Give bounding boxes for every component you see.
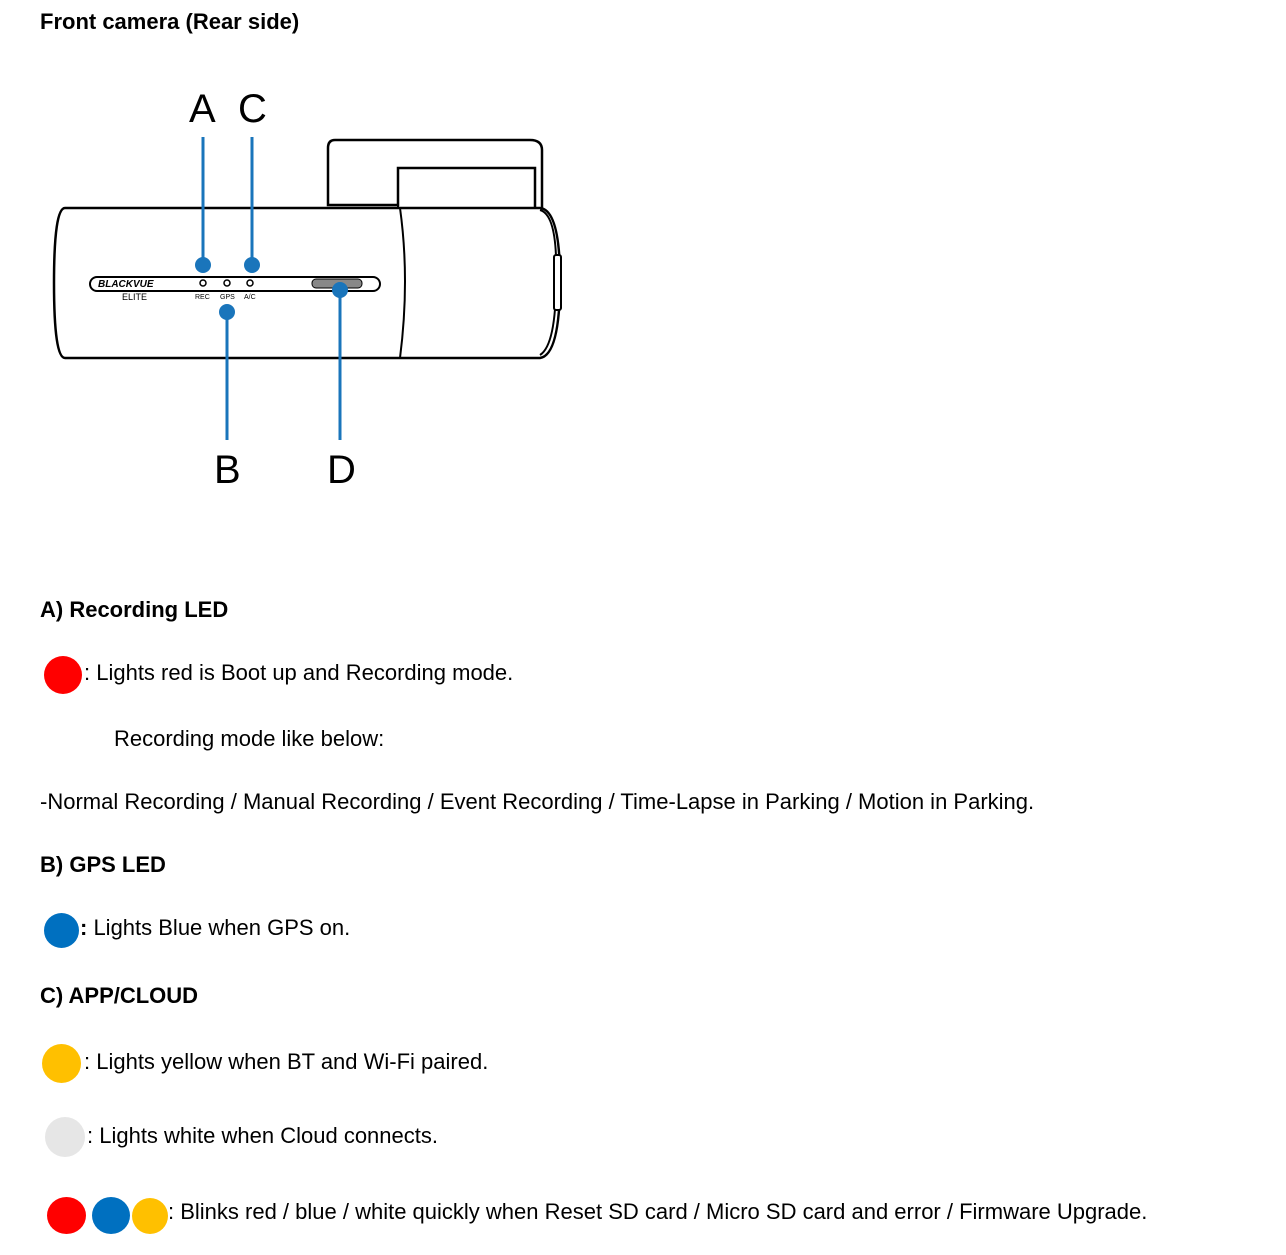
camera-diagram: BLACKVUE ELITE REC GPS A/C A C B D <box>52 87 562 492</box>
callout-c-label: C <box>238 87 267 131</box>
callout-a-label: A <box>189 87 216 131</box>
page-title: Front camera (Rear side) <box>40 9 300 34</box>
section-b-title: B) GPS LED <box>40 852 166 877</box>
white-led-desc: : Lights white when Cloud connects. <box>87 1123 438 1148</box>
red-led-icon <box>44 656 82 694</box>
brand-label: BLACKVUE <box>98 279 154 290</box>
front-panel <box>89 276 381 292</box>
gps-led-desc: : Lights Blue when GPS on. <box>80 915 350 941</box>
callout-c-dot <box>244 257 260 273</box>
gps-led-label: GPS <box>220 294 235 301</box>
rec-led-label: REC <box>195 294 210 301</box>
blink-desc: : Blinks red / blue / white quickly when… <box>168 1199 1148 1224</box>
side-button <box>553 254 562 311</box>
callout-b-dot <box>219 304 235 320</box>
recording-led-desc: : Lights red is Boot up and Recording mo… <box>84 660 514 685</box>
callout-d-label: D <box>327 448 356 492</box>
recording-mode-list: -Normal Recording / Manual Recording / E… <box>40 789 1035 814</box>
model-label: ELITE <box>122 292 147 302</box>
white-led-icon <box>45 1117 85 1157</box>
gps-led-colon: : <box>80 915 88 940</box>
blink-red-icon <box>47 1197 86 1234</box>
blink-yellow-icon <box>132 1198 168 1234</box>
ac-led-hole <box>246 279 254 287</box>
gps-led-hole <box>223 279 231 287</box>
callout-d-dot <box>332 282 348 298</box>
blink-blue-icon <box>92 1197 130 1234</box>
mount-shape <box>326 138 544 212</box>
gps-led-text: Lights Blue when GPS on. <box>87 915 351 940</box>
rec-led-hole <box>199 279 207 287</box>
yellow-led-desc: : Lights yellow when BT and Wi-Fi paired… <box>84 1049 489 1074</box>
recording-mode-intro: Recording mode like below: <box>114 726 385 751</box>
section-c-title: C) APP/CLOUD <box>40 983 199 1008</box>
callout-b-label: B <box>214 448 241 492</box>
body-divider <box>399 207 406 359</box>
callout-a-dot <box>195 257 211 273</box>
section-a-title: A) Recording LED <box>40 597 229 622</box>
mount-neck <box>397 168 536 208</box>
yellow-led-icon <box>42 1044 81 1083</box>
blue-led-icon <box>44 913 79 948</box>
ac-led-label: A/C <box>244 294 256 301</box>
